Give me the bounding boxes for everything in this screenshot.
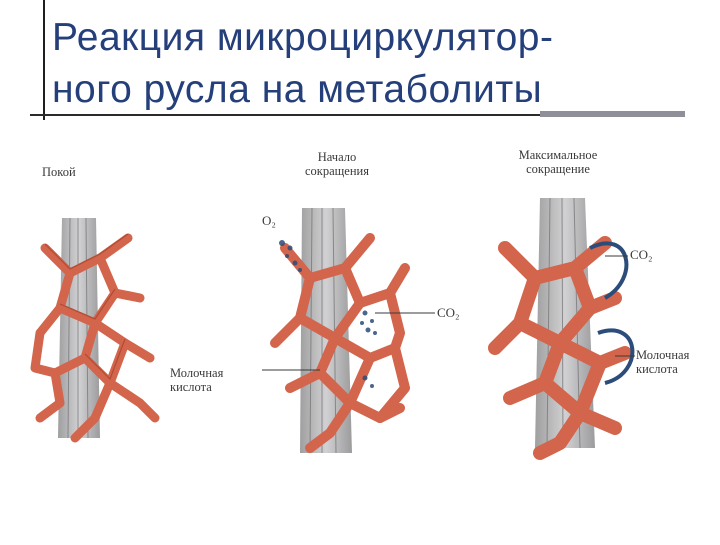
label-start-contraction: Начало сокращения (292, 150, 382, 178)
panel-max-contraction (495, 198, 635, 453)
microcirculation-illustration (0, 118, 720, 540)
microcirculation-figure: Покой Начало сокращения Максимальное сок… (0, 118, 720, 540)
panel-start-contraction (262, 208, 435, 453)
label-rest: Покой (42, 165, 76, 179)
title-underline-accent (540, 111, 685, 117)
label-co2-right: CO₂ (630, 248, 653, 262)
title-line-1: Реакция микроциркулятор- (52, 12, 712, 64)
slide-left-rule (43, 0, 45, 120)
label-lactic-right: Молочная кислота (636, 348, 689, 376)
label-co2-middle: CO₂ (437, 306, 460, 320)
slide-title: Реакция микроциркулятор- ного русла на м… (52, 12, 712, 116)
title-line-2: ного русла на метаболиты (52, 64, 712, 116)
panel-rest (35, 218, 155, 438)
label-lactic-middle: Молочная кислота (170, 366, 223, 394)
label-o2: O₂ (262, 214, 276, 228)
capillary-network-start (275, 238, 405, 448)
label-max-contraction: Максимальное сокращение (498, 148, 618, 176)
